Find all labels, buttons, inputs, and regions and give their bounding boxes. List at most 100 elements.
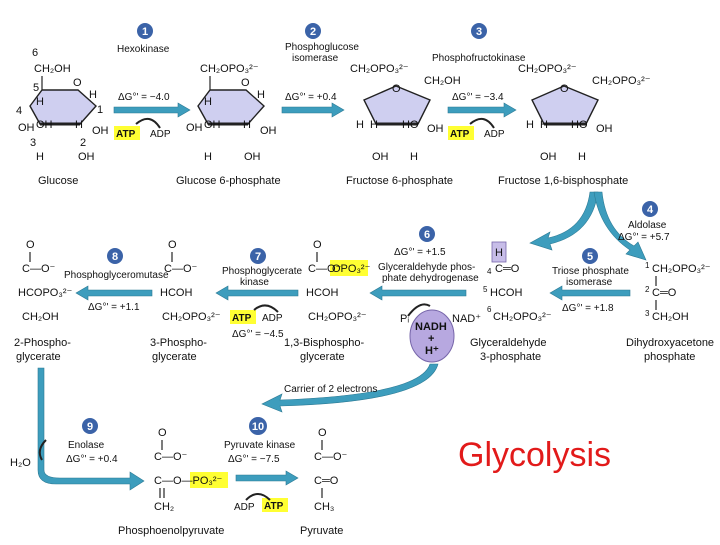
structure-atom-label: H⁺ <box>425 345 439 357</box>
structure-atom-label: H <box>526 119 534 131</box>
arrow-step-8 <box>75 285 153 301</box>
structure-atom-label: H <box>495 247 503 259</box>
structure-atom-label: 7 <box>255 251 261 263</box>
structure-atom-label: C—O⁻ <box>154 451 188 463</box>
pyruvate-kinase-label: Pyruvate kinase <box>224 440 296 451</box>
structure-atom-label: HCOH <box>160 287 192 299</box>
structure-atom-label: OH <box>244 151 261 163</box>
structure-atom-label: CH₂OPO₃²⁻ <box>162 311 221 323</box>
atp-highlight-3 <box>448 126 474 140</box>
gapdh-label-2: phate dehydrogenase <box>382 273 479 284</box>
step-1-dg: ΔG°' = −4.0 <box>118 92 170 103</box>
structure-atom-label: CH₂ <box>154 501 174 513</box>
structure-atom-label: CH₃ <box>314 501 334 513</box>
structure-atom-label: OH <box>427 123 444 135</box>
structure-atom-label: HO <box>571 119 588 131</box>
gap-label-2: 3-phosphate <box>480 351 541 363</box>
water-curve <box>38 439 47 461</box>
structure-atom-label: 6 <box>487 305 492 314</box>
structure-atom-label: 6 <box>424 229 430 241</box>
structure-atom-label: 5 <box>483 285 488 294</box>
aldehyde-h-highlight <box>491 241 507 263</box>
structure-atom-label: 3 <box>476 26 482 38</box>
structure-atom-label: HO <box>402 119 419 131</box>
structure-atom-label: OPO₃²⁻ <box>332 263 371 275</box>
step-10-badge: 10 <box>249 417 267 435</box>
structure-atom-label: C—O⁻ <box>164 263 198 275</box>
nadh-bubble <box>409 309 455 363</box>
structure-atom-label: O <box>26 239 35 251</box>
step-3-dg: ΔG°' = −3.4 <box>452 92 504 103</box>
pyruvate-label: Pyruvate <box>300 525 343 537</box>
dhap-label-1: Dihydroxyacetone <box>626 337 714 349</box>
structure-atom-label: CH₂OPO₃²⁻ <box>493 311 552 323</box>
structure-atom-label: 2 <box>645 285 650 294</box>
arrow-step-10 <box>235 470 299 486</box>
arrow-step-3 <box>447 102 517 118</box>
cofactor-curve-6a <box>407 303 431 317</box>
enolase-label: Enolase <box>68 440 105 451</box>
structure-atom-label: 10 <box>252 421 264 433</box>
2pg-label-1: 2-Phospho- <box>14 337 71 349</box>
glucose-6-phosphate-structure: CH₂OPO₃²⁻ O H H OH OH H OH H OH Glucose … <box>176 63 281 187</box>
cofactor-curve-3 <box>469 117 495 129</box>
structure-atom-label: ATP <box>264 501 284 512</box>
arrow-step-5 <box>549 285 631 301</box>
phosphate-highlight-bpg <box>330 260 368 276</box>
dhap-label-2: phosphate <box>644 351 695 363</box>
structure-atom-label: OH <box>78 151 95 163</box>
structure-atom-label: OH <box>36 119 53 131</box>
structure-atom-label: OH <box>186 122 203 134</box>
structure-atom-label: 9 <box>87 421 93 433</box>
structure-atom-label: H <box>257 89 265 101</box>
f6p-label: Fructose 6-phosphate <box>346 175 453 187</box>
step-8-dg: ΔG°' = +1.1 <box>88 302 140 313</box>
step-3-badge: 3 <box>471 23 487 39</box>
structure-atom-label: CH₂OH <box>652 311 689 323</box>
structure-atom-label: CH₂OH <box>424 75 461 87</box>
arrow-step-6 <box>369 285 467 301</box>
aldolase-split-left <box>529 191 599 251</box>
structure-atom-label: 1 <box>645 261 650 270</box>
structure-atom-label: 3 <box>30 137 36 149</box>
structure-atom-label: CH₂OH <box>22 311 59 323</box>
structure-atom-label: HCOPO₃²⁻ <box>18 287 72 299</box>
step-7-badge: 7 <box>250 248 266 264</box>
glycolysis-title: Glycolysis <box>458 436 611 474</box>
water-label: H₂O <box>10 457 31 469</box>
bpg-label-1: 1,3-Bisphospho- <box>284 337 364 349</box>
carrier-arrow <box>261 363 439 413</box>
phosphoglucose-label-1: Phosphoglucose <box>285 42 359 53</box>
nad-label: NAD⁺ <box>452 313 481 325</box>
bpg-label-2: glycerate <box>300 351 345 363</box>
cofactor-curve-7 <box>253 304 279 313</box>
3pg-label-1: 3-Phospho- <box>150 337 207 349</box>
fructose-6-phosphate-structure: CH₂OPO₃²⁻ CH₂OH O H H HO OH OH H Fructos… <box>346 63 461 187</box>
structure-atom-label: O <box>392 83 401 95</box>
structure-atom-label: ADP <box>150 129 171 140</box>
atp-highlight-7 <box>230 310 256 324</box>
structure-atom-label: CH₂OPO₃²⁻ <box>350 63 409 75</box>
pgm-label: Phosphoglyceromutase <box>64 270 169 281</box>
structure-atom-label: H <box>356 119 364 131</box>
structure-atom-label: 2 <box>310 26 316 38</box>
pi-label: Pᵢ <box>400 313 409 325</box>
structure-atom-label: C—O—PO₃²⁻ <box>154 475 223 487</box>
structure-atom-label: O <box>241 77 250 89</box>
step-4-badge: 4 <box>642 201 658 217</box>
structure-atom-label: HCOH <box>490 287 522 299</box>
structure-atom-label: ATP <box>450 129 470 140</box>
3pg-label-2: glycerate <box>152 351 197 363</box>
structure-atom-label: 4 <box>647 204 654 216</box>
glucose-structure: 6 CH₂OH O 5 H H 1 4 OH OH H OH 3 2 H OH … <box>16 47 109 187</box>
structure-atom-label: OH <box>204 119 221 131</box>
step-5-dg: ΔG°' = +1.8 <box>562 303 614 314</box>
structure-atom-label: O <box>318 427 327 439</box>
bpg-structure: O C—O⁻ OPO₃²⁻ HCOH CH₂OPO₃²⁻ 1,3-Bisphos… <box>284 239 371 363</box>
structure-atom-label: 5 <box>33 82 39 94</box>
structure-atom-label: H <box>204 151 212 163</box>
aldolase-label: Aldolase <box>628 220 667 231</box>
phosphofructokinase-label: Phosphofructokinase <box>432 53 526 64</box>
structure-atom-label: H <box>36 151 44 163</box>
